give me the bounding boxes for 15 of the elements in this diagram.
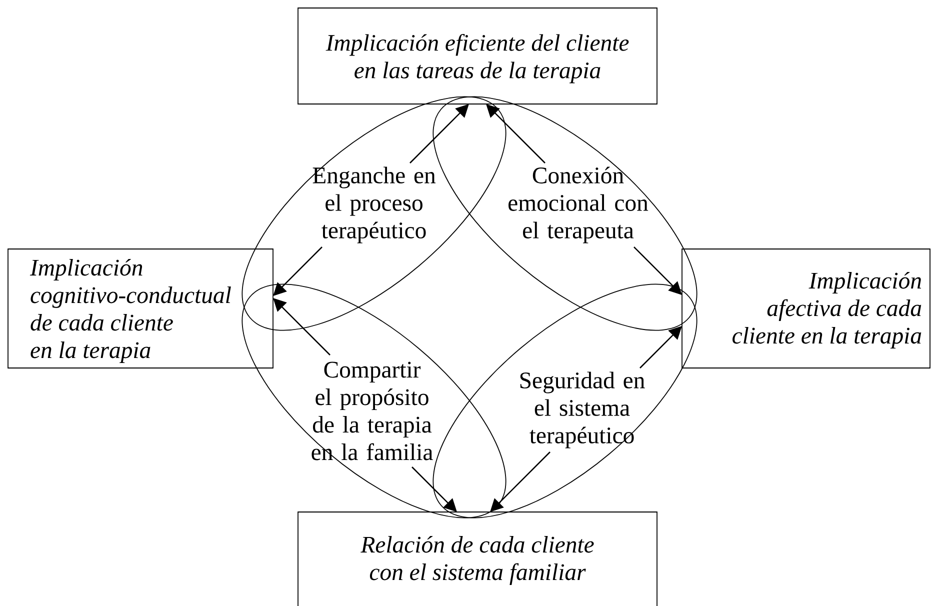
loop-label: Conexión emocional con el terapeuta xyxy=(508,166,648,244)
text-box: Relación de cada cliente con el sistema familiar xyxy=(298,512,658,606)
loop-label: Enganche en el proceso terapéutico xyxy=(312,166,436,244)
text-box: Implicación cognitivo-conductual de cada cliente en la terapia xyxy=(8,248,274,368)
arrow xyxy=(273,246,322,296)
text-box: Implicación eficiente del cliente en las tareas de la terapia xyxy=(298,8,658,104)
arrow xyxy=(640,326,682,368)
arrow xyxy=(634,246,682,295)
loop-label: Compartir el propósito de la terapia en la familia xyxy=(312,362,433,460)
text-box: Implicación afectiva de cada cliente en la terapia xyxy=(682,248,930,368)
arrow xyxy=(490,452,550,512)
arrow xyxy=(410,104,469,164)
arrow xyxy=(412,466,457,512)
arrow xyxy=(486,104,546,164)
arrow xyxy=(273,298,330,356)
